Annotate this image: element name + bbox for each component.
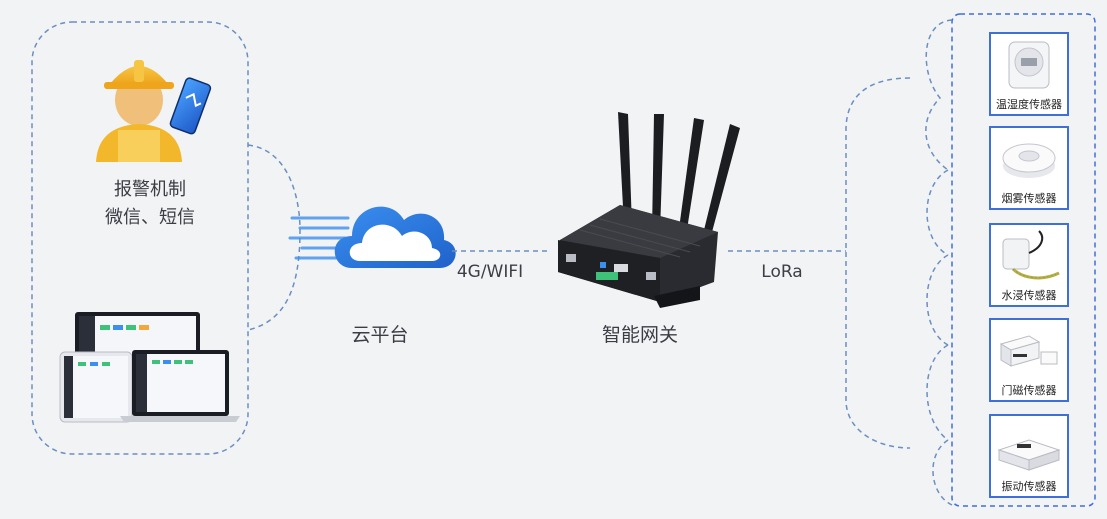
sensor-card-temperature-humidity: 温湿度传感器 — [989, 32, 1069, 116]
sensor-card-smoke: 烟雾传感器 — [989, 126, 1069, 210]
link-lora-label: LoRa — [761, 262, 803, 282]
cloud-platform-icon — [288, 206, 456, 268]
sensor-label: 水浸传感器 — [1001, 289, 1057, 302]
smart-gateway-label: 智能网关 — [601, 324, 678, 346]
worker-with-phone-icon — [96, 60, 212, 162]
sensor-label: 振动传感器 — [1001, 480, 1057, 493]
alarm-group-frame — [31, 21, 249, 455]
smart-gateway-icon — [558, 112, 740, 308]
vibration-sensor-icon — [997, 439, 1061, 471]
smoke-detector-icon — [1002, 143, 1056, 178]
cloud-platform-label: 云平台 — [351, 324, 409, 346]
thermo-hygrometer-icon — [1008, 41, 1050, 89]
sensor-label: 温湿度传感器 — [996, 98, 1062, 111]
alarm-mechanism-label: 报警机制 微信、短信 — [60, 176, 240, 232]
door-magnet-sensor-icon — [999, 335, 1058, 367]
sensor-group-frame — [951, 13, 1096, 507]
link-4g-wifi-label: 4G/WIFI — [456, 262, 524, 282]
alarm-title: 报警机制 — [114, 179, 186, 200]
sensor-card-vibration: 振动传感器 — [989, 414, 1069, 498]
sensor-bracket-connector — [845, 19, 953, 506]
water-leak-sensor-icon — [1002, 230, 1060, 280]
sensor-label: 门磁传感器 — [1001, 384, 1057, 397]
sensor-card-water-leak: 水浸传感器 — [989, 223, 1069, 307]
sensor-card-door-magnet: 门磁传感器 — [989, 318, 1069, 402]
alarm-channels: 微信、短信 — [105, 207, 195, 228]
monitoring-devices-icon — [59, 312, 240, 423]
left-bracket-connector — [247, 144, 301, 331]
sensor-label: 烟雾传感器 — [1001, 192, 1057, 205]
